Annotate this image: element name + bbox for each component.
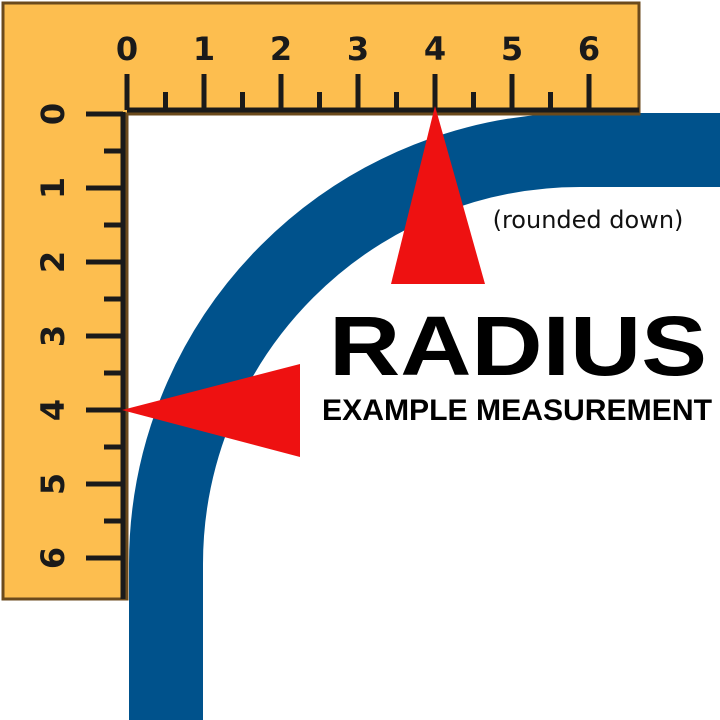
radius-arrow-top (391, 106, 485, 284)
left-ruler-label: 2 (34, 251, 72, 273)
top-ruler-label: 3 (347, 30, 369, 68)
rounded-corner-curve (129, 113, 720, 720)
top-ruler-ticks (124, 74, 639, 113)
radius-title: RADIUS (329, 299, 707, 393)
left-ruler-label: 0 (34, 103, 72, 125)
example-measurement-subtitle: EXAMPLE MEASUREMENT (322, 394, 712, 427)
left-ruler-label: 6 (34, 547, 72, 569)
left-ruler-label: 4 (34, 399, 72, 421)
top-ruler-label: 4 (424, 30, 446, 68)
top-ruler-label: 6 (578, 30, 600, 68)
top-ruler-label: 1 (193, 30, 215, 68)
radius-arrow-left (122, 364, 300, 457)
top-ruler-labels: 0 1 2 3 4 5 6 (116, 30, 600, 68)
rounded-down-note: (rounded down) (493, 206, 684, 234)
left-ruler-label: 3 (34, 325, 72, 347)
left-ruler-ticks (86, 111, 126, 599)
l-shaped-ruler (1, 1, 641, 601)
top-ruler-label: 2 (270, 30, 292, 68)
left-ruler-label: 5 (34, 473, 72, 495)
left-ruler-labels: 0 1 2 3 4 5 6 (34, 103, 72, 569)
top-ruler-label: 5 (501, 30, 523, 68)
left-ruler-label: 1 (34, 177, 72, 199)
top-ruler-label: 0 (116, 30, 138, 68)
